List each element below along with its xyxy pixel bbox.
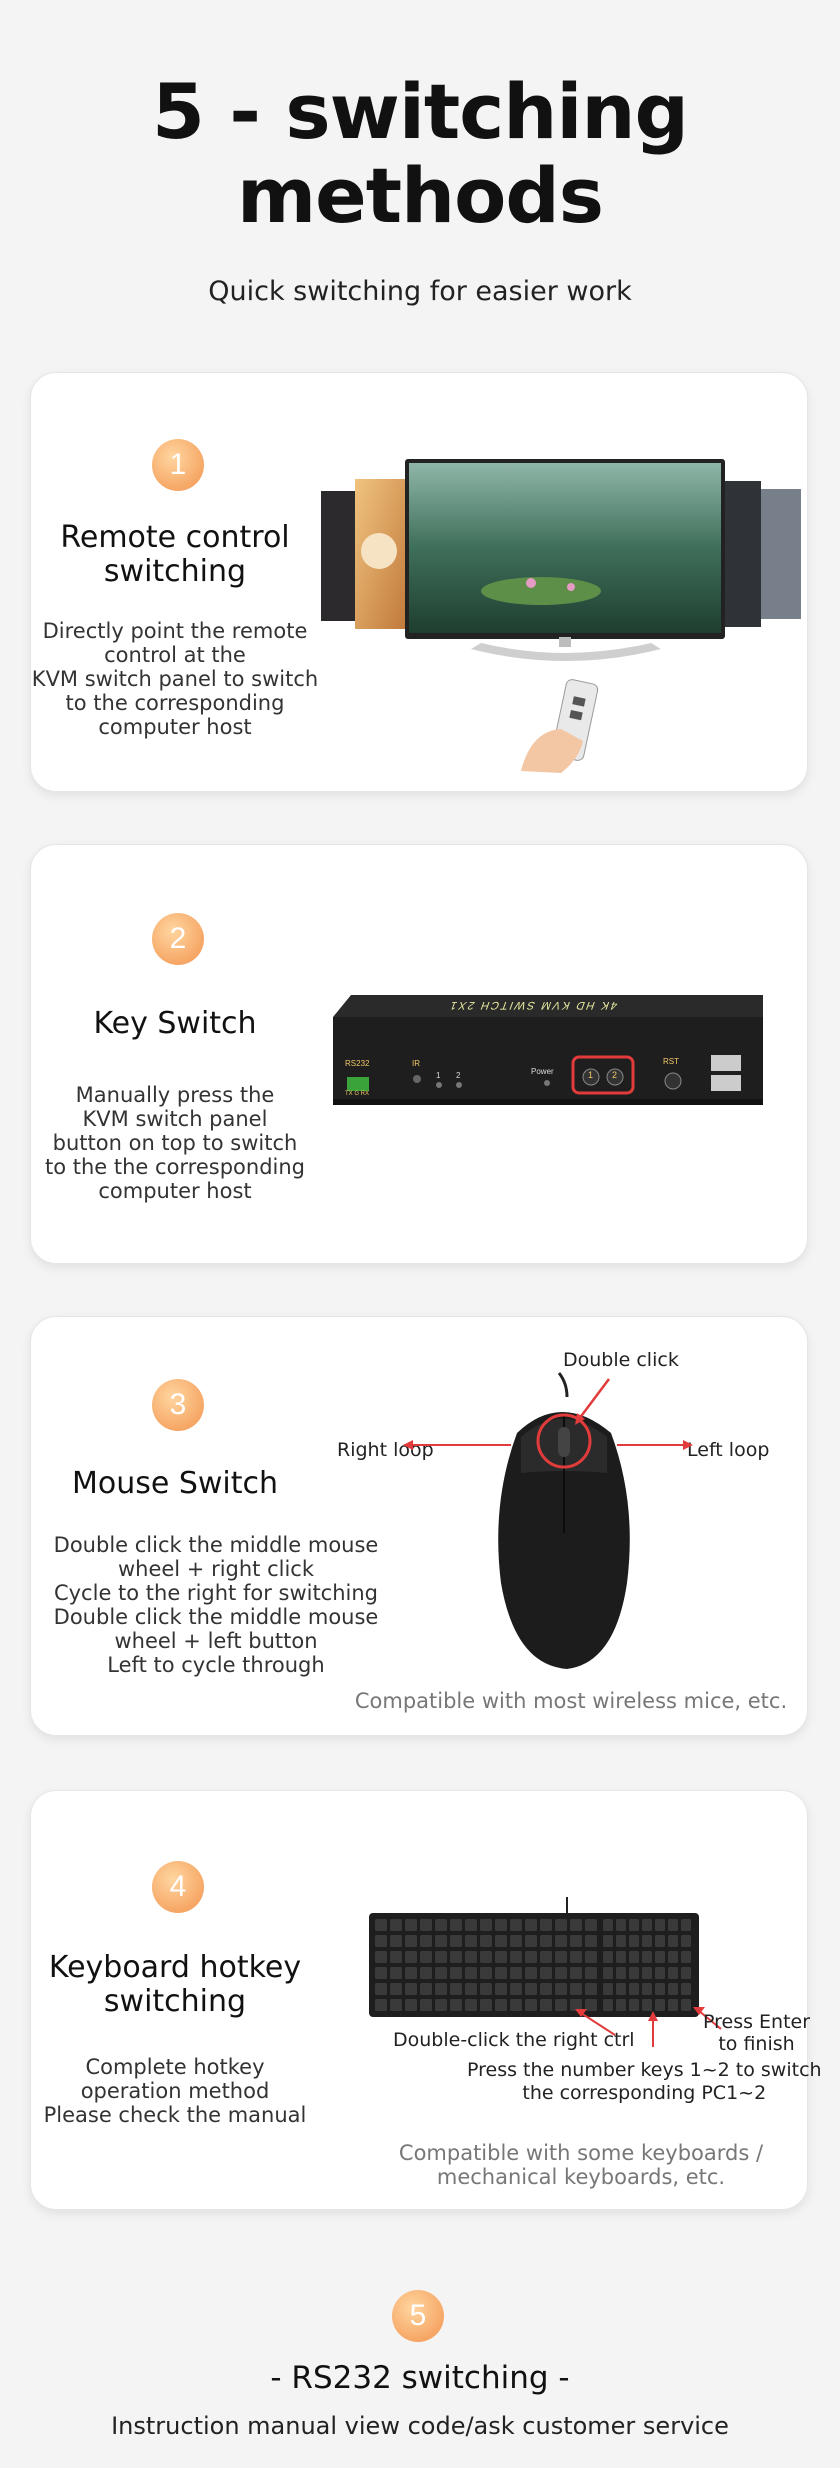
desc-line: Directly point the remote bbox=[42, 619, 308, 643]
kvm-switch-illustration: 4K HD KVM SWITCH 2X1 RS232 TX G RX IR 1 … bbox=[333, 995, 763, 1111]
desc-line: computer host bbox=[98, 715, 252, 739]
rst-label: RST bbox=[663, 1057, 679, 1066]
page-title-line1: 5 - switching bbox=[152, 67, 689, 156]
keyboard-note-line1: Compatible with some keyboards / bbox=[398, 2141, 764, 2165]
button2-label: 2 bbox=[612, 1070, 618, 1080]
method-title-line1: Remote control bbox=[60, 520, 290, 555]
method-number-badge: 3 bbox=[152, 1379, 204, 1431]
desc-line: Manually press the bbox=[75, 1083, 275, 1107]
keyboard-compat-note: Compatible with some keyboards / mechani… bbox=[371, 2141, 791, 2189]
callout-double-click: Double click bbox=[563, 1349, 679, 1371]
desc-line: operation method bbox=[80, 2079, 270, 2103]
port-rs232-label: RS232 bbox=[345, 1059, 370, 1068]
led1-label: 1 bbox=[436, 1071, 441, 1080]
desc-line: Please check the manual bbox=[43, 2103, 307, 2127]
arrow-double-click bbox=[578, 1378, 610, 1420]
mouse-compat-note: Compatible with most wireless mice, etc. bbox=[354, 1689, 788, 1713]
method-number-badge: 1 bbox=[152, 439, 204, 491]
rs232-description: Instruction manual view code/ask custome… bbox=[111, 2412, 729, 2440]
method-number-badge: 4 bbox=[152, 1861, 204, 1913]
desc-line: computer host bbox=[98, 1179, 252, 1203]
method-title-line1: Mouse Switch bbox=[71, 1466, 279, 1501]
arrow-right-ctrl bbox=[580, 2012, 616, 2036]
desc-line: control at the bbox=[104, 643, 246, 667]
method-description: Manually press the KVM switch panel butt… bbox=[31, 1083, 319, 1203]
power-label: Power bbox=[531, 1067, 554, 1076]
method-number-badge: 5 bbox=[392, 2290, 444, 2342]
method-title-line2: switching bbox=[103, 554, 247, 589]
method-title: Key Switch bbox=[31, 1007, 319, 1041]
desc-line: Cycle to the right for switching bbox=[53, 1581, 379, 1605]
page-title-line2: methods bbox=[236, 151, 604, 240]
method-title-line2: switching bbox=[103, 1984, 247, 2019]
rs232-title: - RS232 switching - bbox=[270, 2360, 570, 2396]
callout-right-ctrl: Double-click the right ctrl bbox=[393, 2029, 635, 2051]
keyboard-note-line2: mechanical keyboards, etc. bbox=[436, 2165, 726, 2189]
desc-line: wheel + right click bbox=[117, 1557, 315, 1581]
callout-numbers-line1: Press the number keys 1~2 to switch bbox=[467, 2059, 822, 2081]
callout-right-loop: Right loop bbox=[337, 1439, 434, 1461]
callout-numbers-line2: the corresponding PC1~2 bbox=[522, 2082, 767, 2104]
desc-line: to the the corresponding bbox=[44, 1155, 306, 1179]
callout-enter: Press Enter to finish bbox=[703, 2011, 810, 2055]
method-card-keyboard: 4 Keyboard hotkey switching Complete hot… bbox=[30, 1790, 822, 2210]
page-subtitle: Quick switching for easier work bbox=[208, 276, 632, 307]
callout-enter-line1: Press Enter bbox=[703, 2011, 811, 2033]
method-title: Remote control switching bbox=[31, 521, 319, 589]
desc-line: Complete hotkey bbox=[85, 2055, 265, 2079]
desc-line: Left to cycle through bbox=[107, 1653, 325, 1677]
wheel-highlight bbox=[536, 1413, 592, 1469]
method-title-line1: Key Switch bbox=[93, 1006, 257, 1041]
desc-line: button on top to switch bbox=[52, 1131, 298, 1155]
kvm-label: 4K HD KVM SWITCH 2X1 bbox=[446, 999, 620, 1011]
desc-line: KVM switch panel to switch bbox=[31, 667, 319, 691]
method-title: Mouse Switch bbox=[31, 1467, 319, 1501]
remote-control-icon bbox=[521, 679, 599, 773]
port-rs232-pins-label: TX G RX bbox=[345, 1091, 370, 1097]
mouse-illustration bbox=[403, 1372, 693, 1669]
method-card-mouse: 3 Mouse Switch Double click the middle m… bbox=[30, 1316, 808, 1736]
method-description: Double click the middle mouse wheel + ri… bbox=[31, 1533, 401, 1677]
callout-enter-line2: to finish bbox=[718, 2033, 795, 2055]
monitor-stack-illustration bbox=[321, 459, 801, 773]
led2-label: 2 bbox=[456, 1071, 461, 1080]
desc-line: to the corresponding bbox=[65, 691, 285, 715]
method-card-key: 2 Key Switch Manually press the KVM swit… bbox=[30, 844, 808, 1264]
method-title-line1: Keyboard hotkey bbox=[48, 1950, 302, 1985]
arrow-enter bbox=[698, 2010, 722, 2030]
ir-label: IR bbox=[412, 1059, 420, 1068]
keyboard-illustration bbox=[369, 1897, 722, 2047]
desc-line: KVM switch panel bbox=[82, 1107, 268, 1131]
method-description: Directly point the remote control at the… bbox=[31, 619, 319, 739]
page-title: 5 - switching methods bbox=[0, 70, 840, 238]
method-title: Keyboard hotkey switching bbox=[31, 1951, 319, 2019]
desc-line: Double click the middle mouse bbox=[53, 1533, 379, 1557]
button-highlight bbox=[571, 1055, 635, 1095]
method-number-badge: 2 bbox=[152, 913, 204, 965]
method-card-remote: 1 Remote control switching Directly poin… bbox=[30, 372, 808, 792]
desc-line: Double click the middle mouse bbox=[53, 1605, 379, 1629]
callout-left-loop: Left loop bbox=[687, 1439, 770, 1461]
button1-label: 1 bbox=[588, 1070, 594, 1080]
method-description: Complete hotkey operation method Please … bbox=[31, 2055, 319, 2127]
desc-line: wheel + left button bbox=[114, 1629, 318, 1653]
callout-number-keys: Press the number keys 1~2 to switch the … bbox=[467, 2059, 822, 2105]
